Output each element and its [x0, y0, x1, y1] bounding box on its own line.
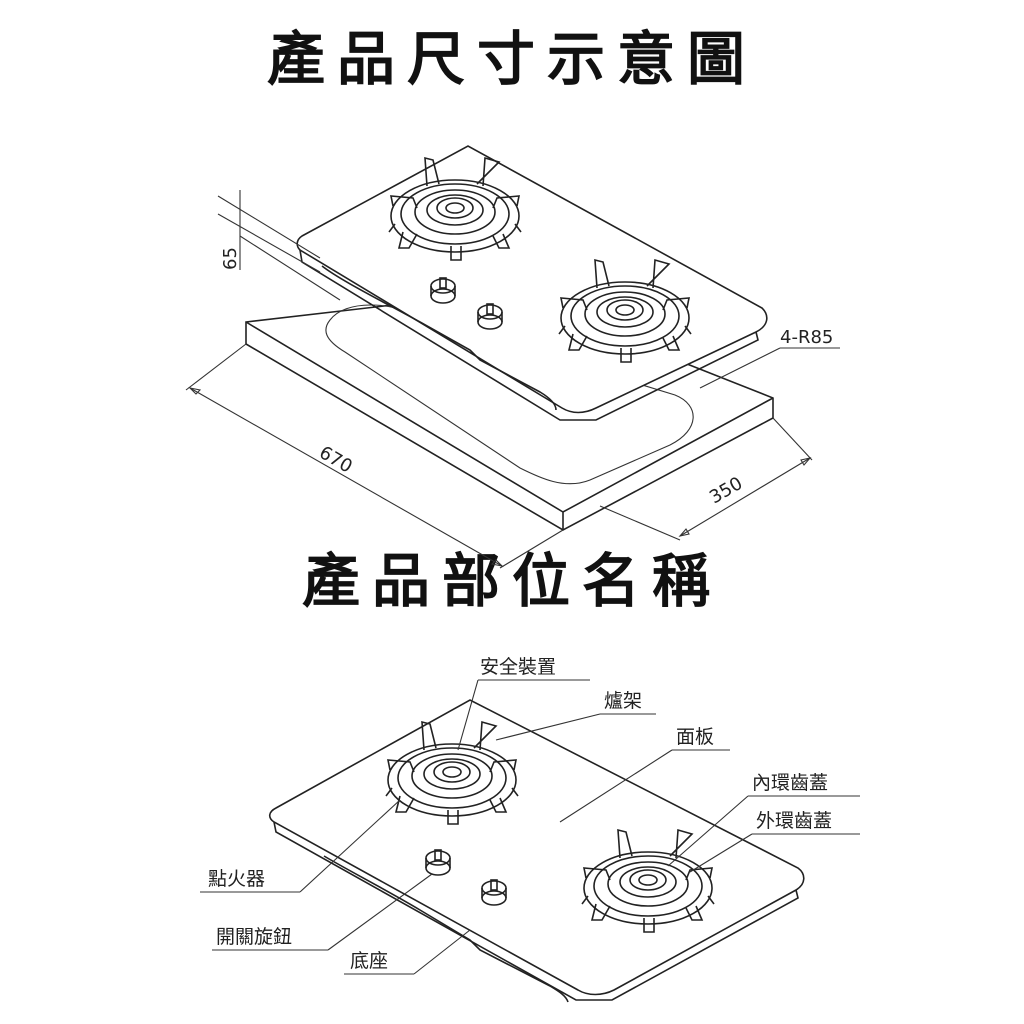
dimension-diagram: 65 670 350 4-R85 [185, 145, 840, 569]
label-outer-ring-cap-text: 外環齒蓋 [756, 810, 832, 832]
dimension-radius: 4-R85 [699, 327, 840, 389]
dimension-height: 65 [217, 190, 341, 301]
label-safety-device: 安全裝置 [457, 656, 590, 751]
label-panel: 面板 [559, 726, 730, 823]
dimension-radius-label: 4-R85 [780, 327, 833, 348]
label-burner-rack: 爐架 [495, 690, 656, 741]
label-knob-text: 開關旋鈕 [216, 926, 292, 948]
label-burner-rack-text: 爐架 [604, 690, 642, 712]
parts-diagram: 安全裝置 爐架 面板 內環齒蓋 外環齒蓋 點火器 [200, 656, 860, 1003]
dimension-height-label: 65 [220, 247, 241, 270]
dimension-width-label: 350 [706, 473, 746, 508]
cooktop-body [296, 145, 768, 421]
label-igniter: 點火器 [200, 799, 401, 893]
cooktop-parts-body [268, 699, 805, 1003]
dimension-length-label: 670 [316, 442, 356, 477]
label-panel-text: 面板 [676, 726, 714, 748]
label-knob: 開關旋鈕 [212, 873, 433, 951]
label-inner-ring-cap: 內環齒蓋 [667, 772, 860, 867]
dimension-diagram-title: 產品尺寸示意圖 [266, 25, 757, 93]
parts-diagram-title: 產品部位名稱 [301, 547, 722, 615]
label-base-text: 底座 [350, 950, 388, 972]
label-safety-device-text: 安全裝置 [480, 656, 556, 678]
dimension-width: 350 [599, 417, 813, 541]
dimension-length: 670 [185, 343, 564, 569]
label-igniter-text: 點火器 [208, 868, 265, 890]
label-outer-ring-cap: 外環齒蓋 [689, 810, 860, 873]
label-inner-ring-cap-text: 內環齒蓋 [752, 772, 828, 794]
label-base: 底座 [344, 929, 471, 975]
